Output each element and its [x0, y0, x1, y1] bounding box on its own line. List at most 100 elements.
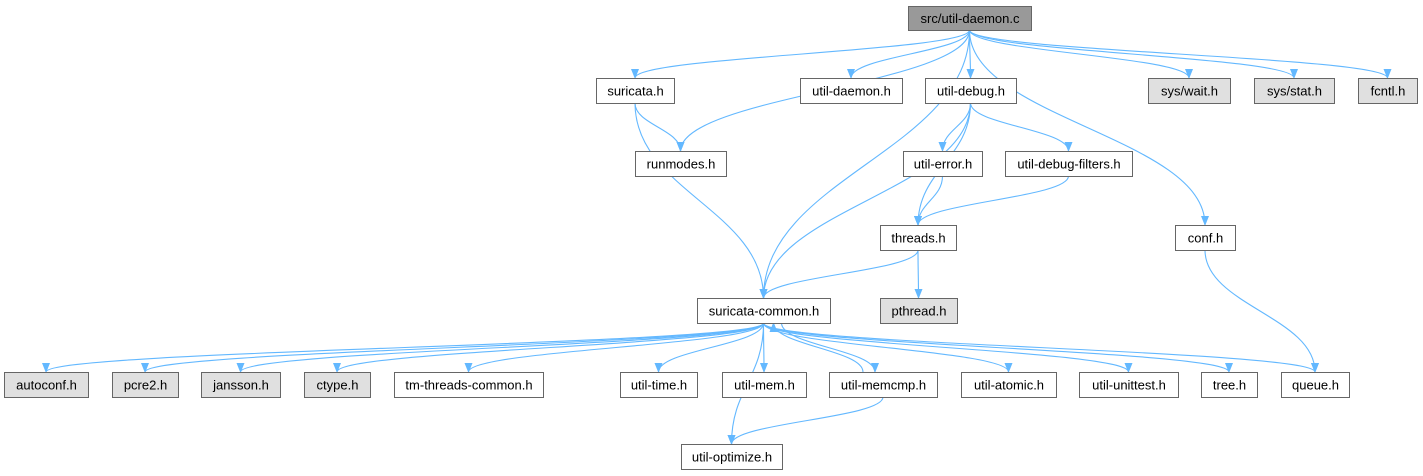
node-time[interactable]: util-time.h: [620, 372, 698, 398]
node-filters[interactable]: util-debug-filters.h: [1005, 151, 1133, 177]
edge-common-to-memcmp: [780, 322, 879, 373]
node-wait-label: sys/wait.h: [1161, 84, 1218, 99]
node-daemon_h-box: [800, 78, 903, 104]
node-conf-label: conf.h: [1188, 231, 1223, 246]
node-pcre2-label: pcre2.h: [124, 378, 167, 393]
edge-root-to-wait: [968, 29, 1193, 79]
node-wait[interactable]: sys/wait.h: [1148, 78, 1231, 104]
node-pthread[interactable]: pthread.h: [880, 298, 958, 324]
node-autoconf[interactable]: autoconf.h: [4, 372, 89, 398]
node-debug-box: [925, 78, 1017, 104]
node-optimize[interactable]: util-optimize.h: [681, 444, 783, 470]
node-root-label: src/util-daemon.c: [921, 11, 1020, 26]
node-error[interactable]: util-error.h: [903, 151, 983, 177]
node-jansson[interactable]: jansson.h: [201, 372, 281, 398]
edge-common-to-ctype: [333, 322, 765, 373]
edge-root-to-common: [759, 29, 971, 299]
node-pthread-label: pthread.h: [892, 304, 947, 319]
node-fcntl[interactable]: fcntl.h: [1358, 78, 1418, 104]
edge-common-to-jansson: [236, 322, 765, 373]
node-atomic-box: [961, 372, 1057, 398]
node-runmodes-box: [635, 151, 727, 177]
node-unittest[interactable]: util-unittest.h: [1079, 372, 1179, 398]
node-tree[interactable]: tree.h: [1201, 372, 1258, 398]
edge-memcmp-to-optimize: [727, 396, 884, 445]
node-queue-box: [1281, 372, 1350, 398]
node-atomic-label: util-atomic.h: [974, 378, 1044, 393]
node-ctype-box: [304, 372, 371, 398]
edge-root-to-fcntl: [968, 29, 1392, 79]
edge-filters-to-threads: [914, 175, 1070, 226]
edge-root-to-conf: [968, 29, 1209, 226]
node-optimize-box: [681, 444, 783, 470]
edge-threads-to-common: [759, 249, 919, 299]
node-ctype-label: ctype.h: [317, 378, 359, 393]
node-fcntl-label: fcntl.h: [1371, 84, 1406, 99]
node-time-box: [620, 372, 698, 398]
edge-suricata-to-runmodes: [634, 102, 685, 152]
edge-debug-to-filters: [969, 102, 1073, 152]
node-jansson-box: [201, 372, 281, 398]
node-stat[interactable]: sys/stat.h: [1254, 78, 1335, 104]
node-common-label: suricata-common.h: [709, 304, 820, 319]
edge-common-to-tree: [762, 322, 1233, 373]
node-tmthreads[interactable]: tm-threads-common.h: [394, 372, 544, 398]
node-autoconf-label: autoconf.h: [16, 378, 77, 393]
node-stat-label: sys/stat.h: [1267, 84, 1322, 99]
node-threads-label: threads.h: [891, 231, 945, 246]
node-runmodes-label: runmodes.h: [647, 157, 716, 172]
node-tmthreads-box: [394, 372, 544, 398]
node-tmthreads-label: tm-threads-common.h: [405, 378, 532, 393]
node-mem[interactable]: util-mem.h: [722, 372, 807, 398]
node-pcre2-box: [112, 372, 179, 398]
node-autoconf-box: [4, 372, 89, 398]
node-threads[interactable]: threads.h: [880, 225, 957, 251]
node-atomic[interactable]: util-atomic.h: [961, 372, 1057, 398]
node-unittest-box: [1079, 372, 1179, 398]
edge-common-to-time: [654, 322, 765, 373]
edge-common-to-autoconf: [42, 322, 765, 373]
node-memcmp[interactable]: util-memcmp.h: [829, 372, 938, 398]
node-daemon_h[interactable]: util-daemon.h: [800, 78, 903, 104]
node-mem-box: [722, 372, 807, 398]
node-error-label: util-error.h: [914, 157, 973, 172]
node-suricata[interactable]: suricata.h: [596, 78, 675, 104]
node-time-label: util-time.h: [631, 378, 687, 393]
node-daemon_h-label: util-daemon.h: [812, 84, 891, 99]
node-debug-label: util-debug.h: [937, 84, 1005, 99]
node-suricata-box: [596, 78, 675, 104]
node-pthread-box: [880, 298, 958, 324]
node-pcre2[interactable]: pcre2.h: [112, 372, 179, 398]
node-root-box: [908, 6, 1032, 31]
node-ctype[interactable]: ctype.h: [304, 372, 371, 398]
edge-threads-to-pthread: [914, 249, 923, 299]
node-common[interactable]: suricata-common.h: [697, 298, 831, 324]
node-suricata-label: suricata.h: [607, 84, 663, 99]
edges-layer: [42, 29, 1392, 445]
node-conf-box: [1175, 225, 1236, 251]
node-threads-box: [880, 225, 957, 251]
edge-debug-to-common: [759, 102, 972, 299]
edge-common-to-queue: [762, 322, 1319, 373]
node-memcmp-label: util-memcmp.h: [841, 378, 926, 393]
edge-memcmp-to-common: [769, 322, 864, 373]
edge-common-to-unittest: [762, 322, 1133, 373]
edge-common-to-tmthreads: [464, 322, 765, 373]
node-runmodes[interactable]: runmodes.h: [635, 151, 727, 177]
edge-common-to-atomic: [762, 322, 1013, 373]
node-conf[interactable]: conf.h: [1175, 225, 1236, 251]
node-root[interactable]: src/util-daemon.c: [908, 6, 1032, 31]
node-optimize-label: util-optimize.h: [692, 450, 772, 465]
edge-common-to-pcre2: [141, 322, 765, 373]
node-queue[interactable]: queue.h: [1281, 372, 1350, 398]
node-error-box: [903, 151, 983, 177]
node-jansson-label: jansson.h: [212, 378, 269, 393]
node-filters-label: util-debug-filters.h: [1017, 157, 1120, 172]
node-debug[interactable]: util-debug.h: [925, 78, 1017, 104]
node-filters-box: [1005, 151, 1133, 177]
node-common-box: [697, 298, 831, 324]
node-wait-box: [1148, 78, 1231, 104]
node-fcntl-box: [1358, 78, 1418, 104]
node-memcmp-box: [829, 372, 938, 398]
